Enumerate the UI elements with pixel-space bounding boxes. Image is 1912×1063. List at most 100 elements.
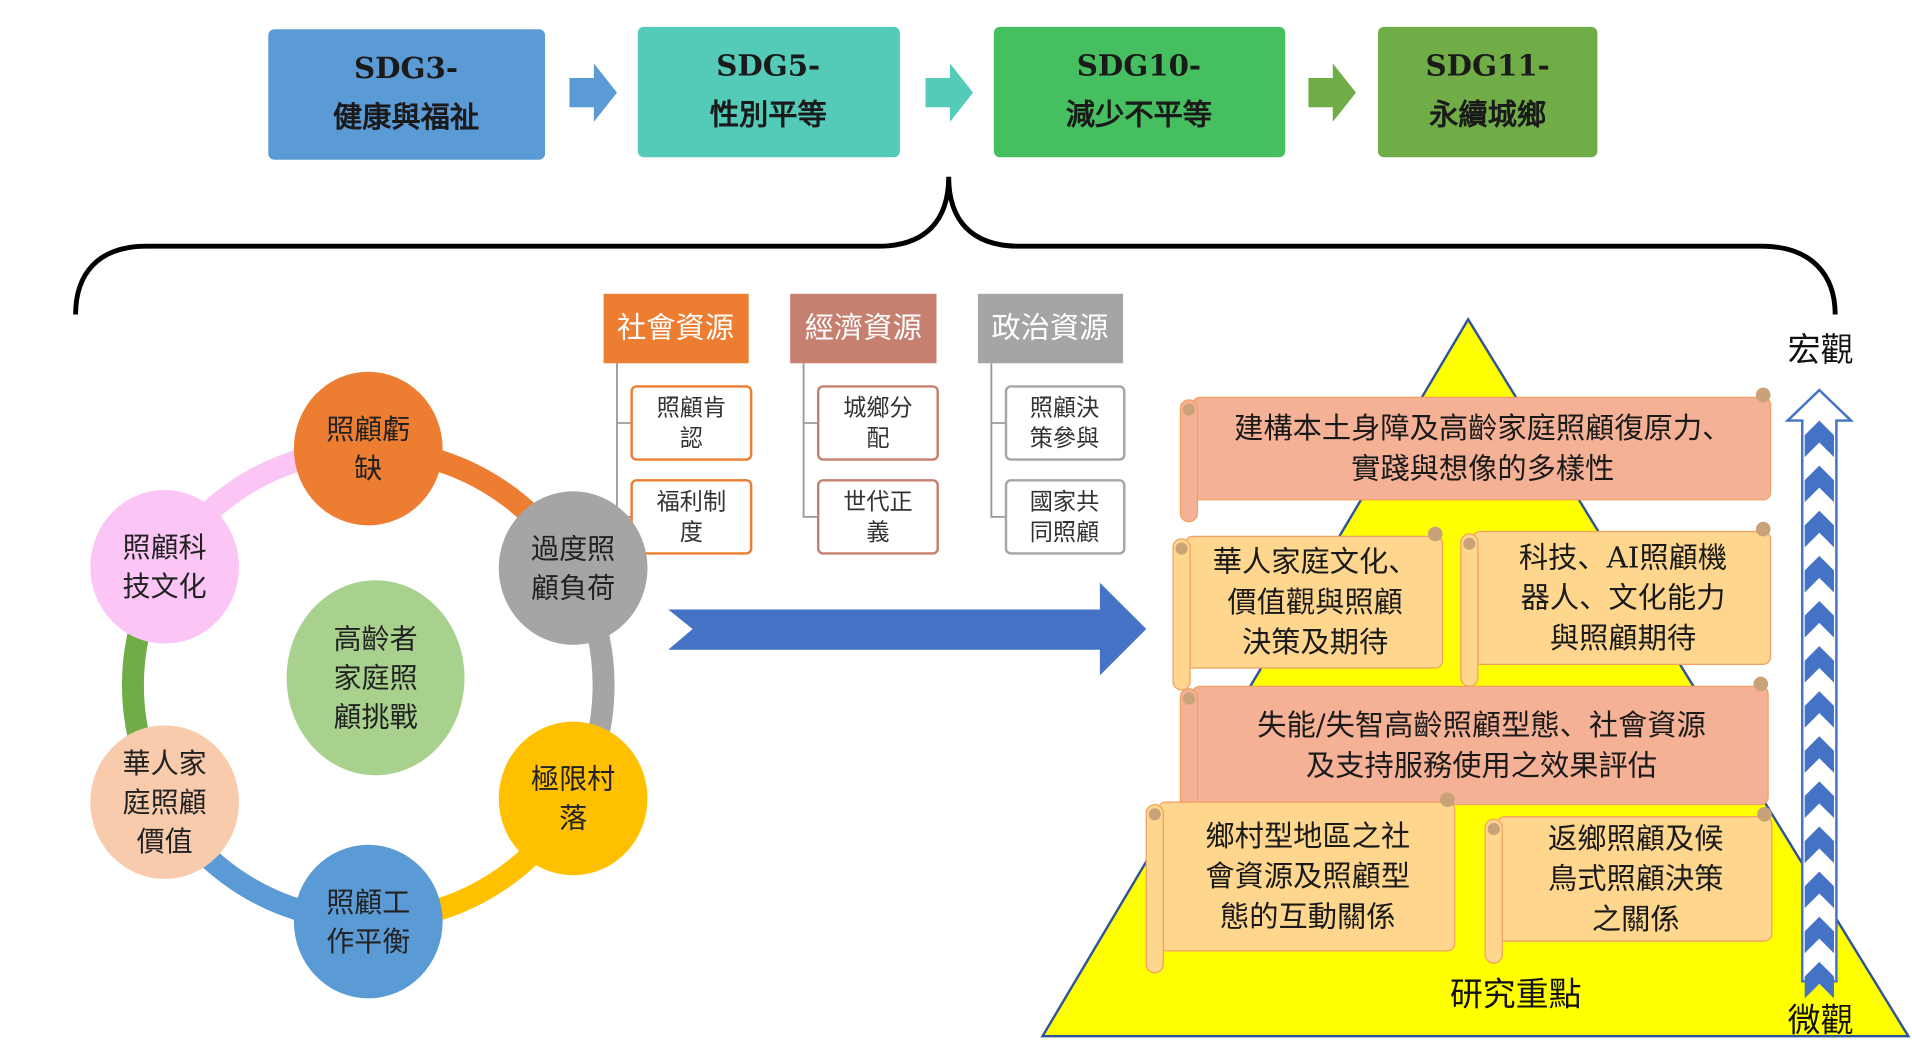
sdg10-box: SDG10- 減少不平等 [993,26,1286,158]
label-line: 態的互動關係 [1220,899,1396,933]
chevron-up-icon [1804,600,1834,638]
label-line: 顧負荷 [531,571,615,604]
label-line: 照顧工 [326,886,410,919]
arrow-right-icon [925,63,974,122]
chevron-up-icon [1804,555,1834,593]
resource-economic: 經濟資源 城鄉分 配 世代正 義 [790,293,939,555]
research-scroll: 建構本土身障及高齡家庭照顧復原力、實踐與想像的多樣性 [1179,387,1772,523]
resource-item: 同照顧 [1030,520,1099,546]
label-line: 實踐與想像的多樣性 [1351,451,1614,485]
sdg11-box: SDG11- 永續城鄉 [1377,26,1598,158]
label-line: 之關係 [1592,902,1680,936]
label-line: 決策及期待 [1242,625,1388,659]
resource-item: 度 [680,520,703,546]
resource-item: 福利制 [657,490,726,516]
label-line: 作平衡 [326,925,410,958]
chevron-up-icon [1804,736,1834,773]
chevron-up-icon [1804,420,1834,458]
label-line: 極限村 [531,763,615,796]
chevron-up-icon [1804,871,1834,909]
sdg-code: SDG5- [716,49,820,83]
label-line: 失能/失智高齡照顧型態、社會資源 [1257,708,1706,742]
label-line: 價值 [137,825,193,858]
resource-title: 政治資源 [991,311,1108,345]
challenge-cycle: 高齡者家庭照顧挑戰照顧虧缺過度照顧負荷極限村落照顧工作平衡華人家庭照顧價值照顧科… [90,371,648,999]
sdg-code: SDG10- [1077,49,1201,83]
resource-item: 策參與 [1030,426,1099,452]
arrow-up-icon [1784,388,1855,983]
chevron-up-icon [1804,781,1834,818]
research-scrolls: 建構本土身障及高齡家庭照顧復原力、實踐與想像的多樣性華人家庭文化、價值觀與照顧決… [1145,387,1773,974]
resource-item: 義 [866,520,889,546]
resource-item: 配 [866,426,889,452]
label-line: 與照顧期待 [1550,621,1696,655]
sdg-name: 健康與福祉 [333,100,479,134]
sdg-code: SDG3- [354,51,458,85]
chevron-up-icon [1804,465,1834,503]
resource-item: 認 [680,426,703,452]
big-arrow-right-icon [668,582,1147,676]
chevron-up-icon [1804,510,1834,548]
label-line: 華人家 [123,747,207,780]
label-line: 家庭照 [334,662,418,695]
resource-item: 國家共 [1030,490,1099,516]
label-line: 鳥式照顧決策 [1548,862,1724,896]
chevron-up-icon [1804,961,1834,999]
label-line: 器人、文化能力 [1521,581,1726,615]
macro-label: 宏觀 [1788,330,1854,369]
resource-item: 照顧決 [1030,396,1099,422]
label-line: 及支持服務使用之效果評估 [1306,748,1657,782]
curly-brace [73,176,1838,315]
label-line: 照顧虧 [326,413,410,446]
resource-social: 社會資源 照顧肯 認 福利制 度 [603,293,753,555]
sdg5-box: SDG5- 性別平等 [637,26,900,158]
resource-item: 照顧肯 [657,396,726,422]
label-line: 庭照顧 [123,786,207,819]
chevron-up-icon [1804,691,1834,728]
resource-title: 經濟資源 [805,311,922,345]
sdg-name: 性別平等 [710,97,827,131]
arrow-right-icon [569,63,618,122]
sdg-code: SDG11- [1425,49,1549,83]
label-line: 鄉村型地區之社 [1205,819,1410,853]
label-line: 科技、AI照顧機 [1519,540,1727,574]
sdg3-box: SDG3- 健康與福祉 [268,29,546,160]
sdg-name: 減少不平等 [1066,97,1212,131]
label-line: 返鄉照顧及候 [1548,821,1724,855]
label-line: 缺 [354,452,382,485]
chevron-up-icon [1804,646,1834,683]
label-line: 過度照 [531,532,615,565]
chevron-up-icon [1804,916,1834,954]
resource-political: 政治資源 照顧決 策參與 國家共 同照顧 [977,293,1126,555]
chevron-up-icon [1804,826,1834,864]
label-line: 照顧科 [123,531,207,564]
label-line: 落 [559,802,587,835]
micro-label: 微觀 [1788,1000,1854,1039]
arrow-right-icon [1308,63,1356,122]
label-line: 華人家庭文化、 [1213,545,1418,579]
label-line: 顧挑戰 [334,701,418,734]
label-line: 建構本土身障及高齡家庭照顧復原力、 [1234,411,1731,445]
resource-item: 城鄉分 [843,396,912,422]
label-line: 技文化 [123,570,207,603]
label-line: 價值觀與照顧 [1227,585,1403,619]
label-line: 會資源及照顧型 [1205,859,1410,893]
resource-title: 社會資源 [617,311,734,345]
sdg-name: 永續城鄉 [1429,97,1546,131]
label-line: 高齡者 [334,623,418,656]
macro-micro-arrow [1784,388,1855,999]
resource-item: 世代正 [843,490,912,516]
sdg-row: SDG3- 健康與福祉 SDG5- 性別平等 SDG10- 減少不平等 SDG1… [268,26,1598,160]
